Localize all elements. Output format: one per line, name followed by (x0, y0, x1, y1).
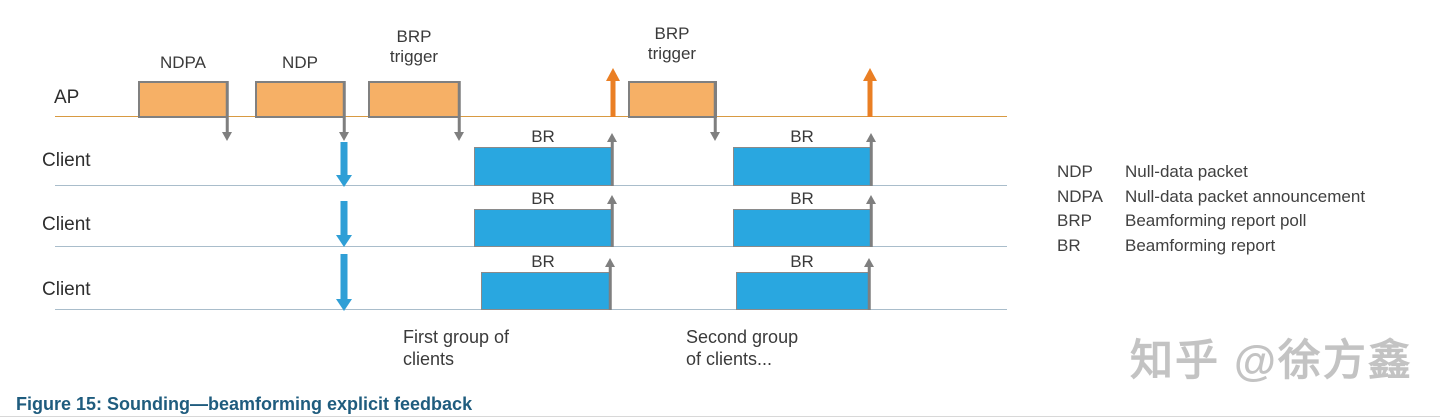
brp-trigger-label-1: BRP trigger (389, 27, 439, 66)
legend-desc: Beamforming report poll (1125, 211, 1307, 230)
bottom-rule (0, 416, 1440, 417)
br-label-g1-l1: BR (531, 127, 555, 146)
legend-row-ndpa: NDPA Null-data packet announcement (1057, 185, 1365, 210)
first-group-label: First group of clients (403, 327, 510, 369)
ndp-label: NDP (282, 53, 318, 72)
br-box-g2-l1 (733, 147, 871, 186)
client-lane-label-2: Client (42, 214, 91, 235)
br-label-g2-l3: BR (790, 252, 814, 271)
legend-abbr: BRP (1057, 211, 1092, 230)
legend-abbr: NDPA (1057, 186, 1103, 206)
ap-lane-label: AP (54, 87, 80, 108)
br-box-g1-l2 (474, 209, 612, 247)
ap-lane-line (55, 116, 1007, 117)
legend-desc: Beamforming report (1125, 235, 1276, 255)
gray-up-arrow-g2-l3 (864, 258, 874, 310)
gray-up-arrow-g1-l2 (607, 195, 617, 247)
blue-down-arrow-client2 (336, 201, 352, 247)
brp-trigger-box-1 (368, 81, 460, 118)
gray-down-arrow-ndpa (222, 81, 232, 141)
legend-row-ndp: NDP Null-data packet (1057, 160, 1365, 185)
legend-abbr: NDP (1057, 162, 1093, 181)
brp-trigger-box-2 (628, 81, 717, 118)
orange-up-arrow-2 (863, 68, 877, 117)
br-label-g1-l3: BR (531, 252, 555, 271)
br-box-g1-l1 (474, 147, 612, 186)
client-lane-label-3: Client (42, 279, 91, 300)
legend-desc: Null-data packet announcement (1125, 186, 1366, 206)
gray-down-arrow-brp2 (710, 81, 720, 141)
legend-abbr: BR (1057, 235, 1081, 255)
figure-caption: Figure 15: Sounding—beamforming explicit… (16, 394, 473, 414)
br-label-g2-l2: BR (790, 189, 814, 208)
legend: NDP Null-data packet NDPA Null-data pack… (1057, 160, 1365, 258)
ndpa-label: NDPA (160, 53, 206, 72)
blue-down-arrow-client1 (336, 142, 352, 187)
gray-up-arrow-g1-l1 (607, 133, 617, 186)
orange-up-arrow-1 (606, 68, 620, 117)
br-box-g2-l3 (736, 272, 869, 310)
legend-row-brp: BRP Beamforming report poll (1057, 209, 1365, 234)
gray-up-arrow-g2-l2 (866, 195, 876, 247)
ndpa-box (138, 81, 228, 118)
ndp-box (255, 81, 345, 118)
legend-row-br: BR Beamforming report (1057, 234, 1365, 259)
client-lane-label-1: Client (42, 150, 91, 171)
legend-desc: Null-data packet (1125, 162, 1248, 181)
br-box-g1-l3 (481, 272, 610, 310)
br-label-g2-l1: BR (790, 127, 814, 146)
brp-trigger-label-2: BRP trigger (647, 24, 697, 63)
br-box-g2-l2 (733, 209, 871, 247)
blue-down-arrow-client3 (336, 254, 352, 311)
br-label-g1-l2: BR (531, 189, 555, 208)
gray-up-arrow-g2-l1 (866, 133, 876, 186)
gray-down-arrow-brp1 (454, 81, 464, 141)
gray-down-arrow-ndp (339, 81, 349, 141)
gray-up-arrow-g1-l3 (605, 258, 615, 310)
second-group-label: Second group of clients... (686, 327, 799, 369)
watermark: 知乎 @徐方鑫 (1130, 337, 1413, 385)
